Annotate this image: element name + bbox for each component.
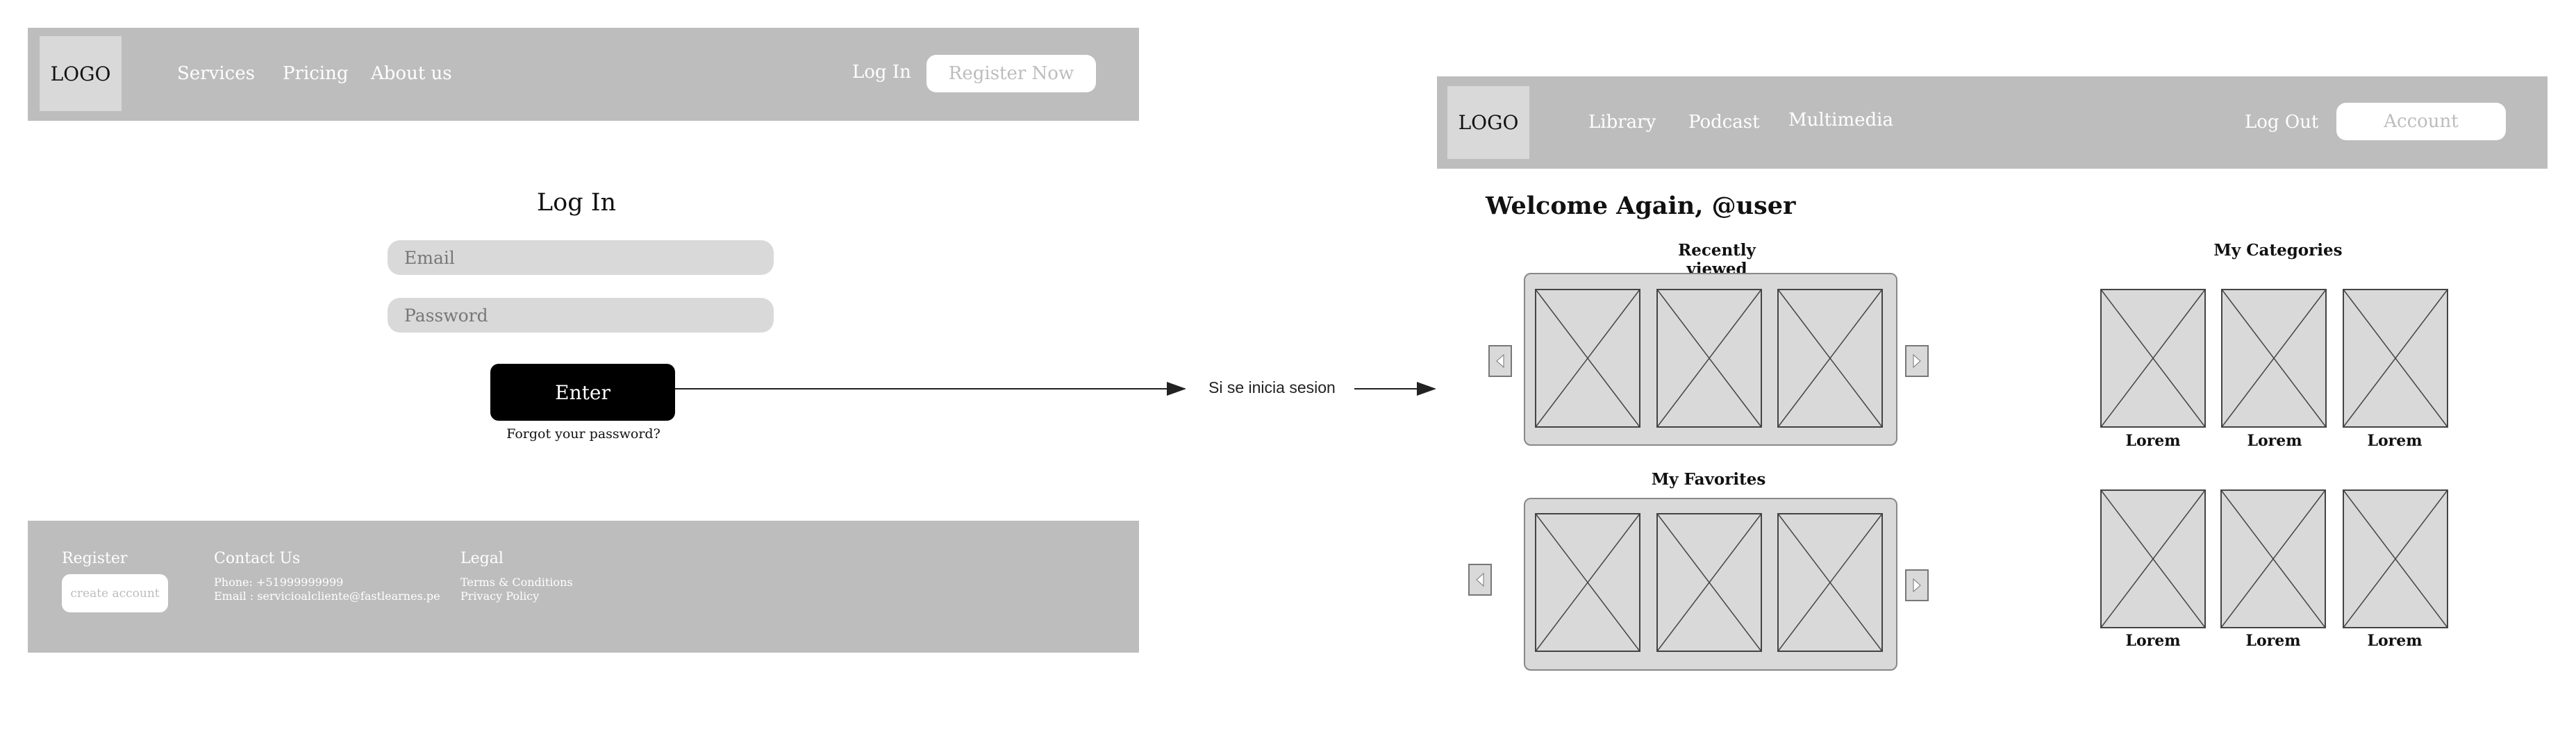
create-account-button[interactable]: create account (62, 574, 168, 612)
account-button[interactable]: Account (2336, 103, 2506, 140)
favorite-image-placeholder-2[interactable] (1656, 513, 1762, 652)
category-image-placeholder-6[interactable] (2343, 489, 2448, 628)
password-field[interactable]: Password (388, 298, 774, 333)
recent-image-placeholder-2[interactable] (1656, 289, 1762, 428)
my-favorites-title: My Favorites (1651, 470, 1766, 489)
footer-terms-link[interactable]: Terms & Conditions (460, 576, 573, 589)
nav-library[interactable]: Library (1588, 112, 1656, 133)
nav-podcast[interactable]: Podcast (1688, 112, 1760, 133)
category-caption-2: Lorem (2247, 432, 2302, 450)
recent-image-placeholder-3[interactable] (1777, 289, 1883, 428)
footer-legal-heading: Legal (460, 550, 504, 567)
forgot-password-link[interactable]: Forgot your password? (506, 426, 660, 442)
category-image-placeholder-2[interactable] (2221, 289, 2327, 428)
category-caption-5: Lorem (2245, 632, 2301, 650)
welcome-heading: Welcome Again, @user (1486, 192, 1796, 220)
footer-phone: Phone: +51999999999 (214, 576, 344, 589)
footer-email: Email : servicioalcliente@fastlearnes.pe (214, 589, 440, 603)
register-now-button[interactable]: Register Now (926, 55, 1096, 92)
favorite-image-placeholder-3[interactable] (1777, 513, 1883, 652)
flow-label: Si se inicia sesion (1208, 378, 1336, 396)
recent-prev-arrow-icon[interactable] (1488, 345, 1512, 377)
category-caption-1: Lorem (2125, 432, 2181, 450)
recent-image-placeholder-1[interactable] (1535, 289, 1640, 428)
logout-link[interactable]: Log Out (2245, 112, 2319, 133)
favorite-image-placeholder-1[interactable] (1535, 513, 1640, 652)
category-image-placeholder-5[interactable] (2220, 489, 2326, 628)
nav-services[interactable]: Services (177, 63, 255, 84)
favorites-next-arrow-icon[interactable] (1905, 569, 1929, 601)
category-caption-4: Lorem (2125, 632, 2181, 650)
enter-button[interactable]: Enter (490, 364, 675, 421)
footer-contact-heading: Contact Us (214, 550, 301, 567)
category-caption-3: Lorem (2367, 432, 2423, 450)
login-title: Log In (536, 189, 617, 217)
footer-privacy-link[interactable]: Privacy Policy (460, 589, 540, 603)
login-link[interactable]: Log In (852, 62, 911, 83)
nav-about-us[interactable]: About us (371, 63, 452, 84)
dashboard-logo[interactable]: LOGO (1447, 86, 1529, 159)
category-image-placeholder-4[interactable] (2100, 489, 2206, 628)
nav-multimedia[interactable]: Multimedia (1788, 110, 1893, 131)
footer-register-heading: Register (62, 550, 128, 567)
email-field[interactable]: Email (388, 240, 774, 275)
favorites-prev-arrow-icon[interactable] (1468, 564, 1492, 596)
category-image-placeholder-3[interactable] (2343, 289, 2448, 428)
nav-pricing[interactable]: Pricing (283, 63, 349, 84)
category-image-placeholder-1[interactable] (2100, 289, 2206, 428)
login-footer (28, 521, 1139, 653)
recent-next-arrow-icon[interactable] (1905, 345, 1929, 377)
login-logo[interactable]: LOGO (40, 36, 122, 111)
category-caption-6: Lorem (2367, 632, 2423, 650)
my-categories-title: My Categories (2213, 241, 2343, 260)
